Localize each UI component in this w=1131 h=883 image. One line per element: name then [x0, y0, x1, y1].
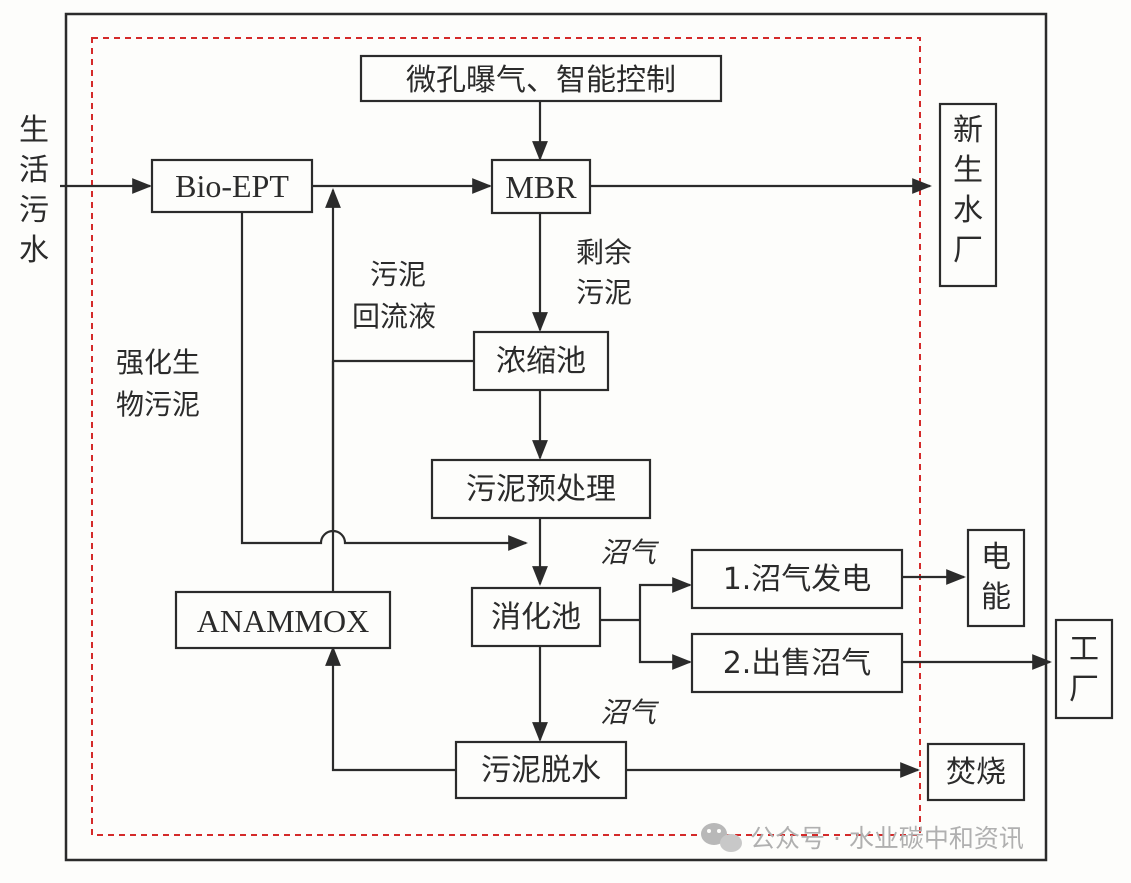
- biogas-label-upper: 沼气: [600, 536, 660, 569]
- return-liquor-line-1: 污泥: [370, 258, 426, 291]
- pretreat-label: 污泥预处理: [466, 472, 616, 507]
- power-box: [690, 548, 904, 610]
- pretreat-box: [430, 458, 652, 520]
- thickener-box: [472, 330, 610, 392]
- electricity-box: [966, 528, 1026, 628]
- sewage-char-2: 活: [19, 153, 49, 188]
- outer-frame: [64, 12, 1048, 862]
- sewage-char-1: 生: [19, 113, 49, 148]
- return-liquor-line-2: 回流液: [352, 300, 436, 333]
- waterplant-box: [938, 102, 998, 288]
- aeration-label: 微孔曝气、智能控制: [406, 63, 676, 98]
- sewage-char-3: 污: [19, 193, 49, 228]
- incineration-label: 焚烧: [946, 755, 1006, 790]
- incineration-box: [926, 742, 1026, 802]
- sell-box: [690, 632, 904, 694]
- anammox-label: ANAMMOX: [197, 603, 369, 639]
- waterplant-char-3: 水: [953, 193, 983, 228]
- enhanced-sludge-line-1: 强化生: [116, 346, 200, 379]
- factory-char-2: 厂: [1069, 672, 1099, 707]
- factory-char-1: 工: [1069, 632, 1099, 667]
- excess-sludge-line-1: 剩余: [576, 236, 632, 269]
- wechat-icon: [701, 823, 742, 852]
- arrow-to-sell: [638, 620, 692, 670]
- bioept-box: [150, 158, 314, 214]
- watermark-text: 公众号 · 水业碳中和资讯: [750, 824, 1024, 853]
- node-boxes: [150, 54, 1114, 802]
- excess-sludge-line-2: 污泥: [576, 276, 632, 309]
- factory-box: [1054, 618, 1114, 720]
- waterplant-char-4: 厂: [953, 233, 983, 268]
- power-label: 1.沼气发电: [723, 562, 872, 597]
- arrow-dewater-to-anammox: [325, 646, 456, 772]
- mbr-label: MBR: [505, 169, 577, 205]
- sewage-char-4: 水: [19, 233, 49, 268]
- electricity-char-2: 能: [981, 580, 1011, 615]
- biogas-label-lower: 沼气: [600, 696, 660, 729]
- line-enhanced-sludge: [240, 210, 528, 551]
- plant-boundary: [91, 37, 921, 836]
- connectors: [60, 101, 1052, 778]
- anammox-box: [174, 590, 392, 650]
- waterplant-char-1: 新: [953, 113, 983, 148]
- enhanced-sludge-line-2: 物污泥: [116, 388, 200, 421]
- waterplant-char-2: 生: [953, 153, 983, 188]
- digester-label: 消化池: [491, 600, 581, 635]
- arrow-to-power: [638, 577, 692, 620]
- sell-label: 2.出售沼气: [723, 646, 872, 681]
- digester-box: [470, 586, 602, 648]
- thickener-label: 浓缩池: [496, 344, 586, 379]
- dewater-label: 污泥脱水: [481, 753, 601, 788]
- aeration-box: [359, 54, 723, 103]
- bioept-label: Bio-EPT: [175, 168, 289, 204]
- electricity-char-1: 电: [981, 540, 1011, 575]
- dewater-box: [454, 740, 628, 800]
- mbr-box: [490, 158, 592, 215]
